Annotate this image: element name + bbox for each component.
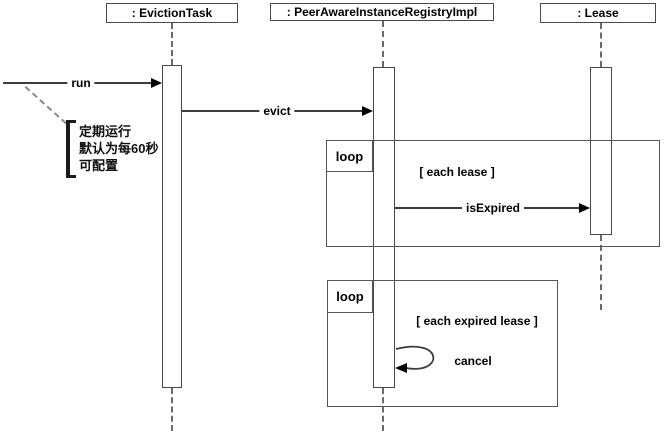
arrowhead-evict bbox=[362, 106, 373, 116]
loop-guard-each-expired-lease: [ each expired lease ] bbox=[416, 314, 538, 328]
loop-operator-label-1: loop bbox=[326, 140, 373, 172]
lifeline-header-lease: : Lease bbox=[540, 3, 656, 23]
message-label-cancel: cancel bbox=[454, 354, 492, 368]
note-text: 定期运行 默认为每60秒 可配置 bbox=[79, 123, 158, 174]
activation-bar-evictiontask bbox=[162, 65, 182, 388]
note-bracket bbox=[66, 120, 76, 178]
note-pointer-dashed-line bbox=[24, 86, 67, 125]
note-line-3: 可配置 bbox=[79, 158, 119, 173]
loop-operator-label-2: loop bbox=[327, 280, 373, 313]
arrowhead-run bbox=[151, 78, 162, 88]
arrowhead-isexpired bbox=[579, 203, 590, 213]
loop-guard-each-lease: [ each lease ] bbox=[419, 165, 495, 179]
message-label-isexpired: isExpired bbox=[461, 201, 525, 215]
lifeline-registry-lower bbox=[382, 388, 384, 431]
lifeline-lease-upper bbox=[600, 23, 602, 67]
activation-bar-lease bbox=[590, 67, 612, 235]
lifeline-header-evictiontask: : EvictionTask bbox=[106, 3, 238, 23]
message-label-evict: evict bbox=[259, 104, 295, 118]
lifeline-evictiontask-lower bbox=[171, 388, 173, 431]
lifeline-evictiontask-upper bbox=[171, 23, 173, 65]
self-message-cancel-curve bbox=[395, 345, 435, 373]
note-line-1: 定期运行 bbox=[79, 124, 132, 139]
note-line-2: 默认为每60秒 bbox=[79, 141, 159, 156]
loop-fragment-each-lease bbox=[326, 140, 660, 247]
activation-bar-registry bbox=[373, 67, 395, 388]
lifeline-header-peerawareinstanceregistryimpl: : PeerAwareInstanceRegistryImpl bbox=[270, 3, 494, 21]
lifeline-lease-lower bbox=[600, 235, 602, 310]
loop-fragment-each-expired-lease bbox=[327, 280, 558, 407]
lifeline-registry-upper bbox=[382, 21, 384, 67]
message-label-run: run bbox=[67, 76, 95, 90]
arrowhead-cancel bbox=[395, 363, 407, 373]
